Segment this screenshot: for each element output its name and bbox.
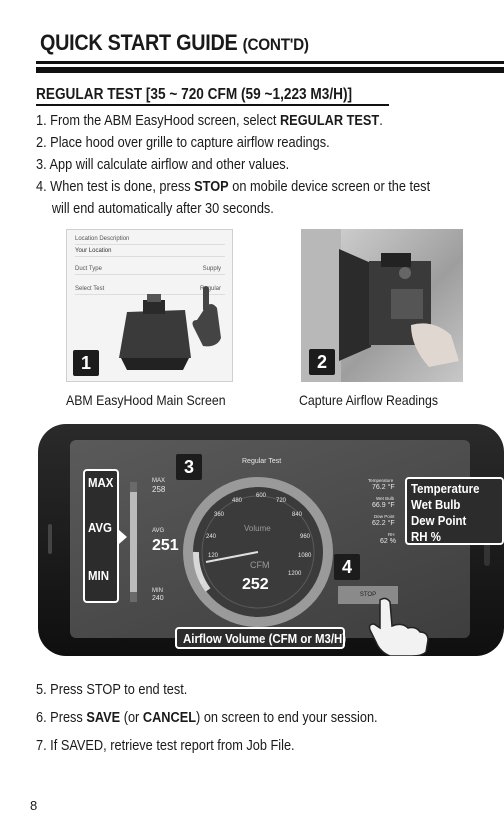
- figure-capture-photo: 2: [301, 229, 463, 382]
- reading-temp-value: 76.2 °F: [372, 484, 395, 491]
- section-underline: [36, 104, 389, 106]
- reading-rh-label: RH: [388, 532, 395, 537]
- gauge-unit: CFM: [250, 560, 270, 570]
- min-value: 240: [152, 595, 164, 602]
- gauge-tick-1080: 1080: [298, 553, 312, 559]
- gauge-tick-840: 840: [292, 512, 303, 518]
- page-title: QUICK START GUIDE (CONT'D): [40, 30, 309, 55]
- reading-dewpoint-label: Dew Point: [374, 514, 395, 519]
- pointing-hand-icon: [368, 597, 429, 656]
- gauge-tick-720: 720: [276, 498, 287, 504]
- gauge-needle: [205, 551, 259, 563]
- bar-fill: [130, 492, 137, 592]
- figure-badge-4: 4: [334, 554, 360, 580]
- callout-readings: Temperature Wet Bulb Dew Point RH %: [405, 477, 504, 545]
- steps-list-top: 1. From the ABM EasyHood screen, select …: [36, 110, 504, 220]
- gauge-tick-600: 600: [256, 493, 267, 499]
- step-2: 2. Place hood over grille to capture air…: [36, 135, 330, 151]
- gauge-tick-120: 120: [208, 553, 219, 559]
- steps-list-bottom: 5. Press STOP to end test. 6. Press SAVE…: [36, 676, 504, 760]
- gauge-tick-0: 0: [200, 580, 204, 586]
- max-label: MAX: [152, 478, 166, 484]
- reading-dewpoint-value: 62.2 °F: [372, 520, 395, 527]
- hood-and-hand-illustration: [119, 286, 221, 370]
- header-rule-thin: [36, 61, 504, 64]
- page-title-suffix: (CONT'D): [242, 35, 309, 54]
- form-row-your-location: Your Location: [75, 248, 225, 257]
- figure-badge-1: 1: [73, 350, 99, 376]
- step-3: 3. App will calculate airflow and other …: [36, 157, 290, 173]
- figure-caption-2: Capture Airflow Readings: [299, 392, 439, 408]
- header-rule-thick: [36, 67, 504, 73]
- reading-wetbulb-label: Wet Bulb: [376, 496, 395, 501]
- step-1: 1. From the ABM EasyHood screen, select …: [36, 113, 383, 129]
- step-5: 5. Press STOP to end test.: [36, 682, 188, 698]
- avg-label: AVG: [152, 528, 165, 534]
- gauge-value: 252: [242, 576, 269, 593]
- step-4: 4. When test is done, press STOP on mobi…: [36, 179, 431, 195]
- gauge-tick-240: 240: [206, 534, 217, 540]
- min-label: MIN: [152, 588, 163, 594]
- screen-title: Regular Test: [242, 458, 282, 465]
- callout-left-pointer: [119, 530, 127, 544]
- gauge-tick-360: 360: [214, 512, 225, 518]
- gauge-tick-960: 960: [300, 534, 311, 540]
- gauge-label: Volume: [244, 524, 271, 533]
- avg-value: 251: [152, 537, 179, 554]
- reading-rh-value: 62 %: [380, 538, 396, 545]
- form-row-location: Location Description: [75, 236, 225, 245]
- volume-gauge: [183, 477, 333, 627]
- phone-speaker: [48, 524, 52, 554]
- figure-main-screen-photo: Location Description Your Location Duct …: [66, 229, 233, 382]
- callout-max-avg-min: MAX AVG MIN: [83, 469, 119, 603]
- figure-caption-1: ABM EasyHood Main Screen: [66, 392, 226, 408]
- reading-temp-label: Temperature: [368, 478, 394, 483]
- gauge-progress-arc: [192, 551, 211, 592]
- callout-airflow-volume: Airflow Volume (CFM or M3/H): [175, 627, 346, 649]
- app-screen: Regular Test MAX 258 AVG 251 MIN 240 0 1…: [70, 440, 470, 638]
- step-7: 7. If SAVED, retrieve test report from J…: [36, 738, 295, 754]
- step-4-continued: will end automatically after 30 seconds.: [51, 201, 274, 217]
- gauge-tick-480: 480: [232, 498, 243, 504]
- reading-wetbulb-value: 66.9 °F: [372, 502, 395, 509]
- page-number: 8: [30, 798, 38, 813]
- figure-badge-2: 2: [309, 349, 335, 375]
- section-heading: REGULAR TEST [35 ~ 720 CFM (59 ~1,223 M3…: [36, 86, 353, 103]
- gauge-tick-1200: 1200: [288, 571, 302, 577]
- figure-badge-3: 3: [176, 454, 202, 480]
- max-value: 258: [152, 485, 166, 494]
- step-6: 6. Press SAVE (or CANCEL) on screen to e…: [36, 710, 378, 726]
